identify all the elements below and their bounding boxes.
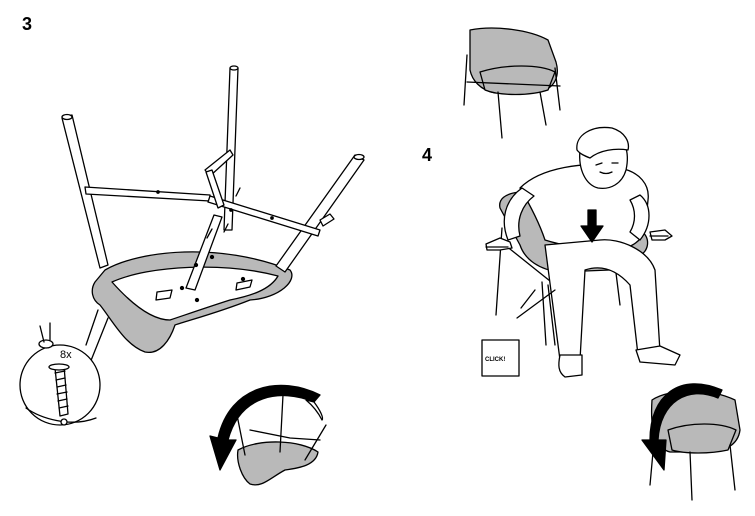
- frame-rail: [319, 213, 335, 227]
- screw-marks: [156, 190, 274, 303]
- person-face: [595, 162, 619, 175]
- chair-leg: [463, 54, 561, 139]
- flip-chair-small: [209, 384, 327, 486]
- chair-frame: [504, 244, 556, 286]
- click-callout-box: [481, 339, 520, 377]
- hardware-count: 8x: [60, 349, 72, 361]
- washer: [38, 339, 54, 349]
- leg-tip: [61, 113, 73, 121]
- screw: [206, 187, 241, 239]
- chair-leg: [249, 429, 321, 441]
- frame-rail: [84, 186, 211, 202]
- hole-mark: [60, 418, 68, 426]
- click-leader: [516, 289, 556, 319]
- person-arm-left: [503, 187, 535, 241]
- detail-screw-head: [48, 363, 70, 371]
- person-hair: [576, 126, 630, 159]
- leg-tip: [229, 65, 239, 71]
- person-arm-right: [629, 194, 650, 241]
- person-pressing-seat: [481, 126, 681, 378]
- click-callout-text: CLICK!: [485, 357, 505, 363]
- seat-inner-face: [111, 266, 279, 321]
- rotate-arrow-tail: [305, 399, 324, 421]
- screw-detail-callout: [19, 309, 109, 426]
- chair-seat: [667, 423, 737, 454]
- rotate-arrow: [209, 384, 321, 471]
- person-shoe: [558, 354, 583, 378]
- step-3-number: 3: [22, 14, 33, 34]
- upright-chair-top: [463, 27, 561, 139]
- chair-leg-right: [275, 154, 365, 273]
- detail-surface: [25, 407, 97, 423]
- bracket: [155, 289, 173, 301]
- frame-rail: [205, 169, 225, 209]
- flip-chair-small-right: [641, 383, 741, 501]
- person-shoe: [635, 345, 681, 366]
- chair-seat: [479, 65, 556, 96]
- person-leg-front: [544, 239, 661, 361]
- chair-seat-shell: [236, 441, 319, 486]
- push-down-arrow: [580, 209, 604, 243]
- bracket: [235, 279, 253, 291]
- chair-frame: [466, 81, 561, 87]
- screw-thread: [54, 370, 69, 409]
- rotate-arrow: [641, 383, 723, 471]
- frame-rail: [207, 195, 321, 237]
- leg-tip: [353, 153, 365, 161]
- step-4-number: 4: [422, 145, 433, 165]
- allen-key-hint: [39, 322, 51, 343]
- hand-right-icon: [649, 229, 673, 241]
- upside-down-chair: [61, 65, 365, 353]
- chair-leg: [495, 227, 621, 346]
